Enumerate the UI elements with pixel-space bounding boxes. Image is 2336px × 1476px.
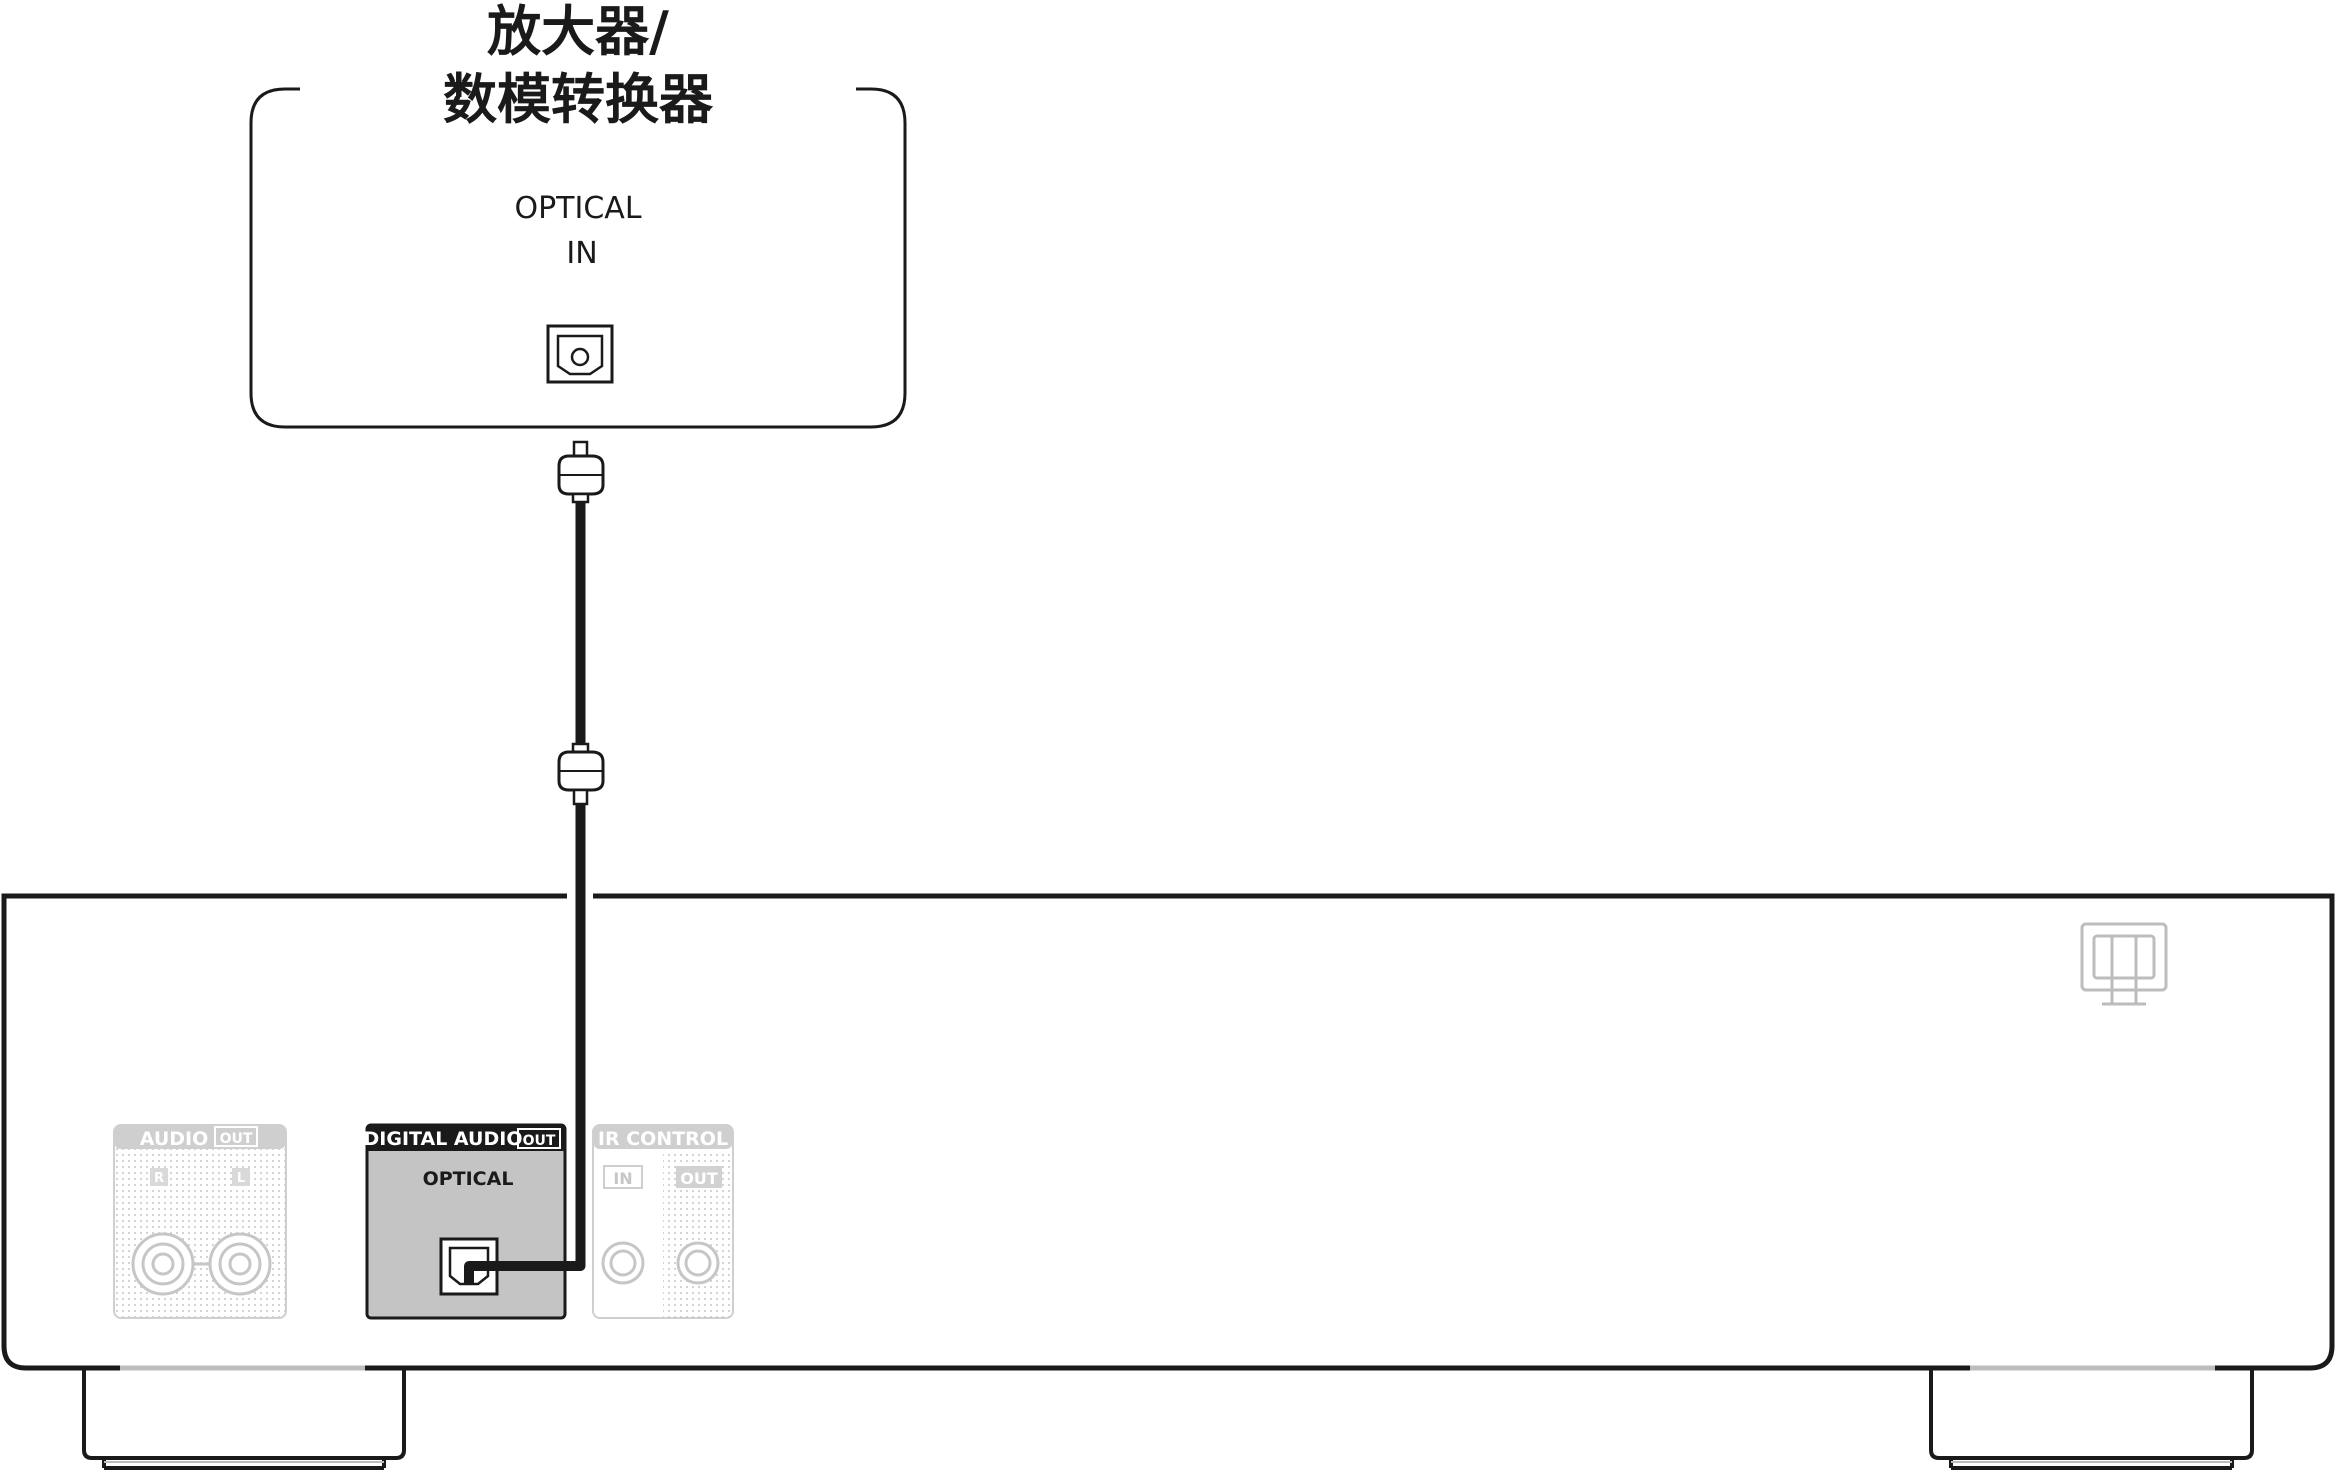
digital-audio-out-header: DIGITAL AUDIO: [364, 1128, 523, 1150]
optical-in-label-line1: OPTICAL: [514, 191, 641, 226]
ir-control-section: IR CONTROL IN OUT: [592, 1124, 734, 1319]
optical-in-label-line2: IN: [566, 236, 597, 271]
cable-lower-segment: [464, 804, 586, 1284]
left-foot: [82, 1365, 406, 1470]
ir-in-label: IN: [613, 1169, 632, 1188]
device-title-line2: 数模转换器: [443, 68, 714, 131]
brand-logo-icon: [2080, 922, 2168, 1006]
ir-out-label: OUT: [680, 1169, 718, 1188]
device-box-outline: [249, 87, 907, 429]
cable-bottom-plug-icon: [557, 742, 605, 806]
optical-cable: [557, 440, 605, 806]
audio-out-r-label: R: [154, 1171, 164, 1186]
optical-out-label: OPTICAL: [423, 1168, 514, 1190]
ir-in-jack-icon: [601, 1241, 645, 1285]
audio-out-header: AUDIO: [140, 1128, 209, 1150]
audio-out-section: AUDIO OUT R L: [113, 1124, 287, 1319]
amplifier-dac-device: 放大器/ 数模转换器 OPTICAL IN: [249, 0, 907, 429]
rca-jack-right-icon: [131, 1232, 195, 1296]
player-rear-panel: AUDIO OUT R L DIGITAL AUDIO: [1, 804, 2335, 1470]
player-body-outline: [1, 893, 2335, 1371]
cable-top-plug-icon: [557, 440, 605, 504]
audio-out-l-label: L: [237, 1171, 245, 1186]
right-foot: [1929, 1365, 2254, 1470]
ir-control-header: IR CONTROL: [598, 1128, 728, 1150]
digital-audio-out-section: DIGITAL AUDIO OUT OPTICAL: [364, 1123, 567, 1320]
rca-jack-left-icon: [208, 1232, 272, 1296]
ir-out-jack-icon: [676, 1241, 720, 1285]
audio-out-badge: OUT: [220, 1131, 253, 1147]
digital-audio-out-badge: OUT: [523, 1133, 556, 1149]
optical-in-jack-icon: [546, 324, 614, 384]
device-title-line1: 放大器/: [487, 0, 669, 63]
